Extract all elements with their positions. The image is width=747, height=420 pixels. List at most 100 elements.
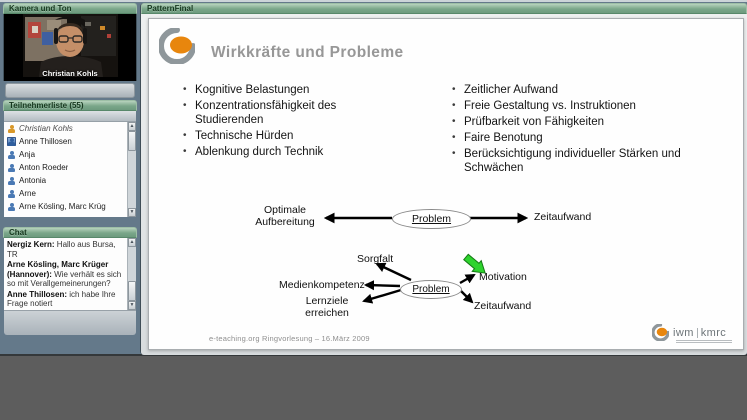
participant-name: Anton Roeder — [19, 163, 69, 172]
chat-scrollbar[interactable]: ▲ ▼ — [127, 238, 136, 310]
participant-row[interactable]: Anja — [4, 148, 136, 161]
slide: Wirkkräfte und Probleme • Kognitive Belas… — [148, 18, 744, 350]
bullet-item: • Faire Benotung — [452, 131, 700, 145]
diagram1-left-label: Optimale Aufbereitung — [255, 204, 315, 228]
chat-pod: Chat Nergiz Kern: Hallo aus Bursa, TR Ar… — [3, 227, 137, 337]
participant-row[interactable]: Arne Kösling, Marc Krüg — [4, 200, 136, 213]
participant-role-icon — [7, 189, 16, 198]
bullet-list-left: • Kognitive Belastungen • Konzentrationsfä… — [183, 83, 388, 161]
participant-row[interactable]: Anton Roeder — [4, 161, 136, 174]
bullet-item: • Kognitive Belastungen — [183, 83, 388, 97]
bullet-item: •Zeitlicher Aufwand — [452, 83, 700, 97]
chat-sender: Anne Thillosen: — [7, 289, 67, 299]
chat-message: Nergiz Kern: Hallo aus Bursa, TR — [7, 240, 124, 259]
video-name-label: Christian Kohls — [42, 69, 98, 78]
participants-scrollbar[interactable]: ▲ ▼ — [127, 122, 136, 217]
participant-name: Arne — [19, 189, 36, 198]
participants-pod: Teilnehmerliste (55) Christian Kohls Ann… — [3, 100, 137, 222]
slide-footer: e-teaching.org Ringvorlesung – 16.März 2… — [209, 334, 370, 343]
presentation-pod-title: PatternFinal — [147, 4, 194, 13]
iwm-kmrc-logo: iwm kmrc — [652, 324, 726, 341]
bullet-item: • Technische Hürden — [183, 129, 388, 143]
chat-sender: Arne Kösling, Marc Krüger (Hannover): — [7, 260, 109, 279]
bullet-text: Konzentrationsfähigkeit des Studierenden — [195, 100, 337, 126]
participant-name: Anja — [19, 150, 36, 159]
diagram2-problem-node: Problem — [400, 280, 462, 299]
participant-row[interactable]: Christian Kohls — [4, 122, 136, 135]
participant-name: Anne Thillosen — [19, 137, 72, 146]
chat-text: Hallo aus Bursa, TR — [7, 240, 116, 259]
bullet-item: • Ablenkung durch Technik — [183, 145, 388, 159]
participant-row[interactable]: Antonia — [4, 174, 136, 187]
participants-pod-title: Teilnehmerliste (55) — [9, 101, 84, 110]
participant-role-icon — [7, 163, 16, 172]
participant-row[interactable]: Anne Thillosen — [4, 135, 136, 148]
participant-role-icon — [7, 202, 16, 211]
bullet-text: Kognitive Belastungen — [195, 84, 310, 96]
participant-row[interactable]: Arne — [4, 187, 136, 200]
bullet-text: Prüfbarkeit von Fähigkeiten — [464, 116, 604, 128]
chat-pod-header: Chat — [3, 227, 137, 238]
participants-pod-header: Teilnehmerliste (55) — [3, 100, 137, 111]
diagram1-problem-node: Problem — [392, 209, 471, 229]
chat-scroll-thumb[interactable] — [128, 281, 136, 301]
chat-message: Arne Kösling, Marc Krüger (Hannover): Wi… — [7, 260, 124, 289]
bullet-dot-icon: • — [183, 100, 187, 111]
participants-scroll-thumb[interactable] — [128, 131, 136, 151]
bullet-dot-icon: • — [452, 100, 456, 111]
bullet-text: Technische Hürden — [195, 130, 294, 142]
logo-iwm: iwm — [673, 326, 694, 339]
webcam-video: Christian Kohls — [3, 14, 137, 81]
logo-kmrc: kmrc — [700, 326, 727, 339]
participant-name: Arne Kösling, Marc Krüg — [19, 202, 106, 211]
participant-name: Christian Kohls — [19, 124, 73, 133]
webcam-video-frame — [22, 14, 118, 77]
participants-toolbar[interactable] — [4, 111, 136, 122]
camera-pod: Kamera und Ton Christian Kohls — [3, 3, 137, 98]
bullet-dot-icon: • — [452, 116, 456, 127]
camera-pod-title: Kamera und Ton — [9, 4, 72, 13]
scroll-down-icon[interactable]: ▼ — [128, 301, 136, 310]
chat-text: Wie verhält es sich so mit Verallgemeine… — [7, 269, 122, 289]
bullet-dot-icon: • — [183, 146, 187, 157]
presentation-stage: Wirkkräfte und Probleme • Kognitive Belas… — [141, 14, 747, 355]
bullet-text: Ablenkung durch Technik — [195, 146, 324, 158]
slide-title: Wirkkräfte und Probleme — [211, 44, 404, 61]
chat-text: ich habe Ihre Frage notiert — [7, 289, 116, 309]
presentation-pod: PatternFinal Wirkkräfte und Probleme • Ko… — [140, 3, 747, 355]
participant-role-icon — [7, 150, 16, 159]
chat-input-area[interactable] — [4, 310, 136, 335]
participant-name: Antonia — [19, 176, 47, 185]
bullet-dot-icon: • — [183, 84, 187, 95]
bullet-item: •Berücksichtigung individueller Stärken … — [452, 147, 700, 175]
bullet-dot-icon: • — [452, 132, 456, 143]
bullet-item: •Freie Gestaltung vs. Instruktionen — [452, 99, 700, 113]
bullet-item: • Konzentrationsfähigkeit des Studierende… — [183, 99, 388, 127]
iwm-kmrc-logo-text: iwm kmrc — [673, 327, 726, 339]
bullet-item: • Prüfbarkeit von Fähigkeiten — [452, 115, 700, 129]
camera-controls-bar[interactable] — [5, 83, 135, 98]
scroll-down-icon[interactable]: ▼ — [128, 208, 136, 217]
diagram-arrows — [323, 212, 529, 304]
chat-scroll-track[interactable] — [128, 247, 136, 301]
participants-scroll-track[interactable] — [128, 131, 136, 208]
diagram2-sorgfalt-label: Sorgfalt — [357, 253, 394, 265]
bullet-dot-icon: • — [452, 148, 456, 159]
diagram2-medienkompetenz-label: Medienkompetenz — [279, 279, 365, 291]
participant-role-icon — [7, 176, 16, 185]
e-teaching-logo-icon — [159, 28, 195, 64]
chat-pod-title: Chat — [9, 228, 27, 237]
bullet-dot-icon: • — [183, 130, 187, 141]
camera-pod-header: Kamera und Ton — [3, 3, 137, 14]
chat-sender: Nergiz Kern: — [7, 240, 55, 249]
scroll-up-icon[interactable]: ▲ — [128, 238, 136, 247]
iwm-kmrc-logo-subtext — [676, 340, 732, 344]
bullet-text: Faire Benotung — [464, 132, 543, 144]
logo-divider — [696, 327, 698, 338]
diagram2-zeitaufwand-label: Zeitaufwand — [474, 300, 532, 312]
diagram2-motivation-label: Motivation — [479, 271, 527, 283]
participant-role-icon — [7, 137, 16, 146]
scroll-up-icon[interactable]: ▲ — [128, 122, 136, 131]
bullet-list-right: •Zeitlicher Aufwand •Freie Gestaltung vs… — [452, 83, 700, 177]
diagram1-right-label: Zeitaufwand — [534, 211, 592, 223]
